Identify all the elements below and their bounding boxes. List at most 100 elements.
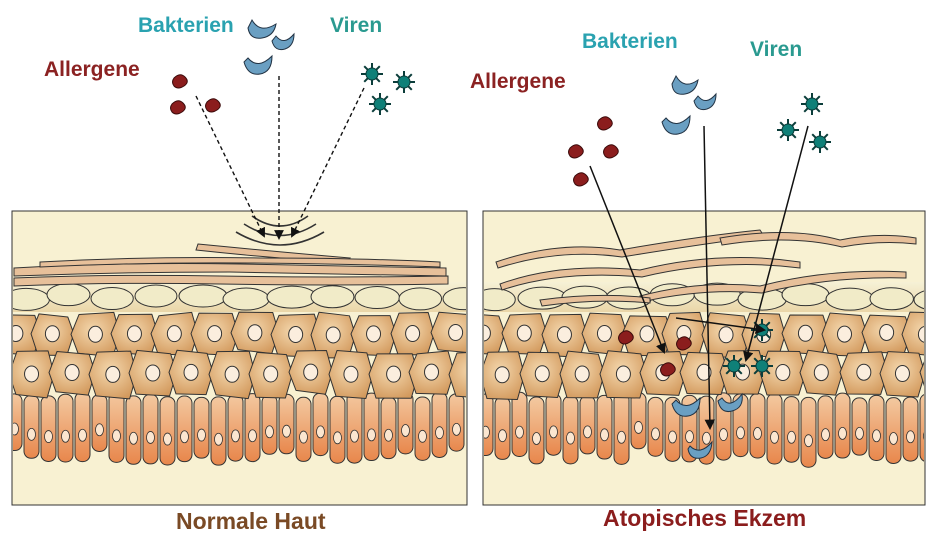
cell-nucleus	[814, 365, 828, 381]
cell-nucleus	[467, 367, 481, 383]
basal-cell	[784, 397, 799, 463]
basal-cell	[7, 394, 22, 451]
left-skin-layers	[0, 282, 518, 465]
right-viruses-label: Viren	[750, 38, 802, 62]
atopic-eczema-caption: Atopisches Ekzem	[603, 505, 806, 532]
basal-cell	[177, 396, 192, 462]
basal-cell	[364, 393, 379, 460]
left-bacteria-label: Bakterien	[138, 14, 234, 38]
cell-nucleus	[839, 427, 847, 439]
cell-nucleus	[635, 421, 643, 433]
cell-nucleus	[873, 430, 881, 442]
basal-cell	[75, 392, 90, 461]
cell-nucleus	[788, 431, 796, 443]
cell-nucleus	[181, 431, 189, 443]
bacterium-icon	[662, 116, 690, 134]
right-allergens-label: Allergene	[470, 70, 566, 94]
cell-nucleus	[719, 327, 733, 343]
bacterium-icon	[272, 34, 294, 50]
cell-nucleus	[385, 429, 393, 441]
cell-nucleus	[184, 364, 198, 380]
bacterium-icon	[248, 20, 276, 38]
basal-cell	[563, 396, 578, 464]
granular-cell	[179, 285, 227, 307]
basal-cell	[512, 392, 527, 456]
basal-cell	[313, 393, 328, 456]
granular-cell	[826, 288, 874, 310]
basal-cell	[869, 395, 884, 460]
cell-nucleus	[640, 326, 654, 342]
cell-nucleus	[79, 429, 87, 441]
cell-nucleus	[419, 430, 427, 442]
cell-nucleus	[754, 427, 762, 439]
cell-nucleus	[557, 327, 571, 343]
bacterium-icon	[244, 56, 272, 74]
cell-nucleus	[669, 431, 677, 443]
cell-nucleus	[225, 366, 239, 382]
virus-icon	[723, 355, 745, 377]
cell-nucleus	[387, 366, 401, 382]
granular-cell	[3, 288, 49, 310]
allergen-particle-icon	[206, 99, 221, 112]
cell-nucleus	[368, 429, 376, 441]
normal-skin-caption: Normale Haut	[176, 508, 326, 535]
cell-nucleus	[703, 432, 711, 444]
granular-cell	[311, 286, 354, 308]
granular-cell	[223, 288, 269, 310]
basal-cell	[801, 397, 816, 467]
basal-cell	[835, 393, 850, 458]
cell-nucleus	[249, 430, 257, 442]
cell-nucleus	[351, 430, 359, 442]
cell-nucleus	[406, 326, 420, 342]
bacterium-icon	[694, 94, 716, 110]
granular-cell	[399, 288, 442, 310]
basal-cell	[631, 393, 646, 449]
cell-nucleus	[856, 427, 864, 439]
basal-cell	[903, 397, 918, 461]
basal-cell	[41, 396, 56, 462]
cell-nucleus	[208, 326, 222, 342]
virus-icon	[809, 131, 831, 153]
virus-icon	[369, 93, 391, 115]
basal-cell	[92, 394, 107, 451]
basal-cell	[449, 394, 464, 451]
cell-nucleus	[25, 366, 39, 382]
cell-nucleus	[127, 326, 141, 342]
cell-nucleus	[106, 366, 120, 382]
cell-nucleus	[232, 430, 240, 442]
basal-cell	[109, 393, 124, 463]
right-skin-layers	[462, 282, 930, 467]
granular-cell	[47, 284, 90, 306]
cell-nucleus	[215, 433, 223, 445]
basal-cell	[126, 396, 141, 464]
cell-nucleus	[907, 431, 915, 443]
cell-nucleus	[167, 326, 181, 342]
cell-nucleus	[805, 435, 813, 447]
cell-nucleus	[96, 424, 104, 436]
cell-nucleus	[495, 367, 509, 383]
basal-cell	[415, 397, 430, 460]
cell-nucleus	[425, 364, 439, 380]
cell-nucleus	[264, 366, 278, 382]
cell-nucleus	[550, 426, 558, 438]
bacterium-icon	[672, 76, 698, 94]
left-allergens-label: Allergene	[44, 58, 140, 82]
basal-cell	[852, 398, 867, 455]
cell-nucleus	[436, 427, 444, 439]
granular-cell	[474, 289, 515, 311]
basal-cell	[398, 392, 413, 453]
basal-cell	[58, 394, 73, 462]
granular-cell	[443, 288, 484, 310]
cell-nucleus	[304, 364, 318, 380]
allergen-particle-icon	[569, 145, 584, 158]
basal-cell	[381, 397, 396, 459]
cell-nucleus	[838, 326, 852, 342]
cell-nucleus	[300, 431, 308, 443]
cell-nucleus	[28, 428, 36, 440]
cell-nucleus	[516, 426, 524, 438]
basal-cell	[750, 393, 765, 458]
left-bacteria	[244, 20, 294, 74]
cell-nucleus	[597, 325, 611, 341]
cell-nucleus	[62, 430, 70, 442]
basal-cell	[478, 394, 493, 455]
